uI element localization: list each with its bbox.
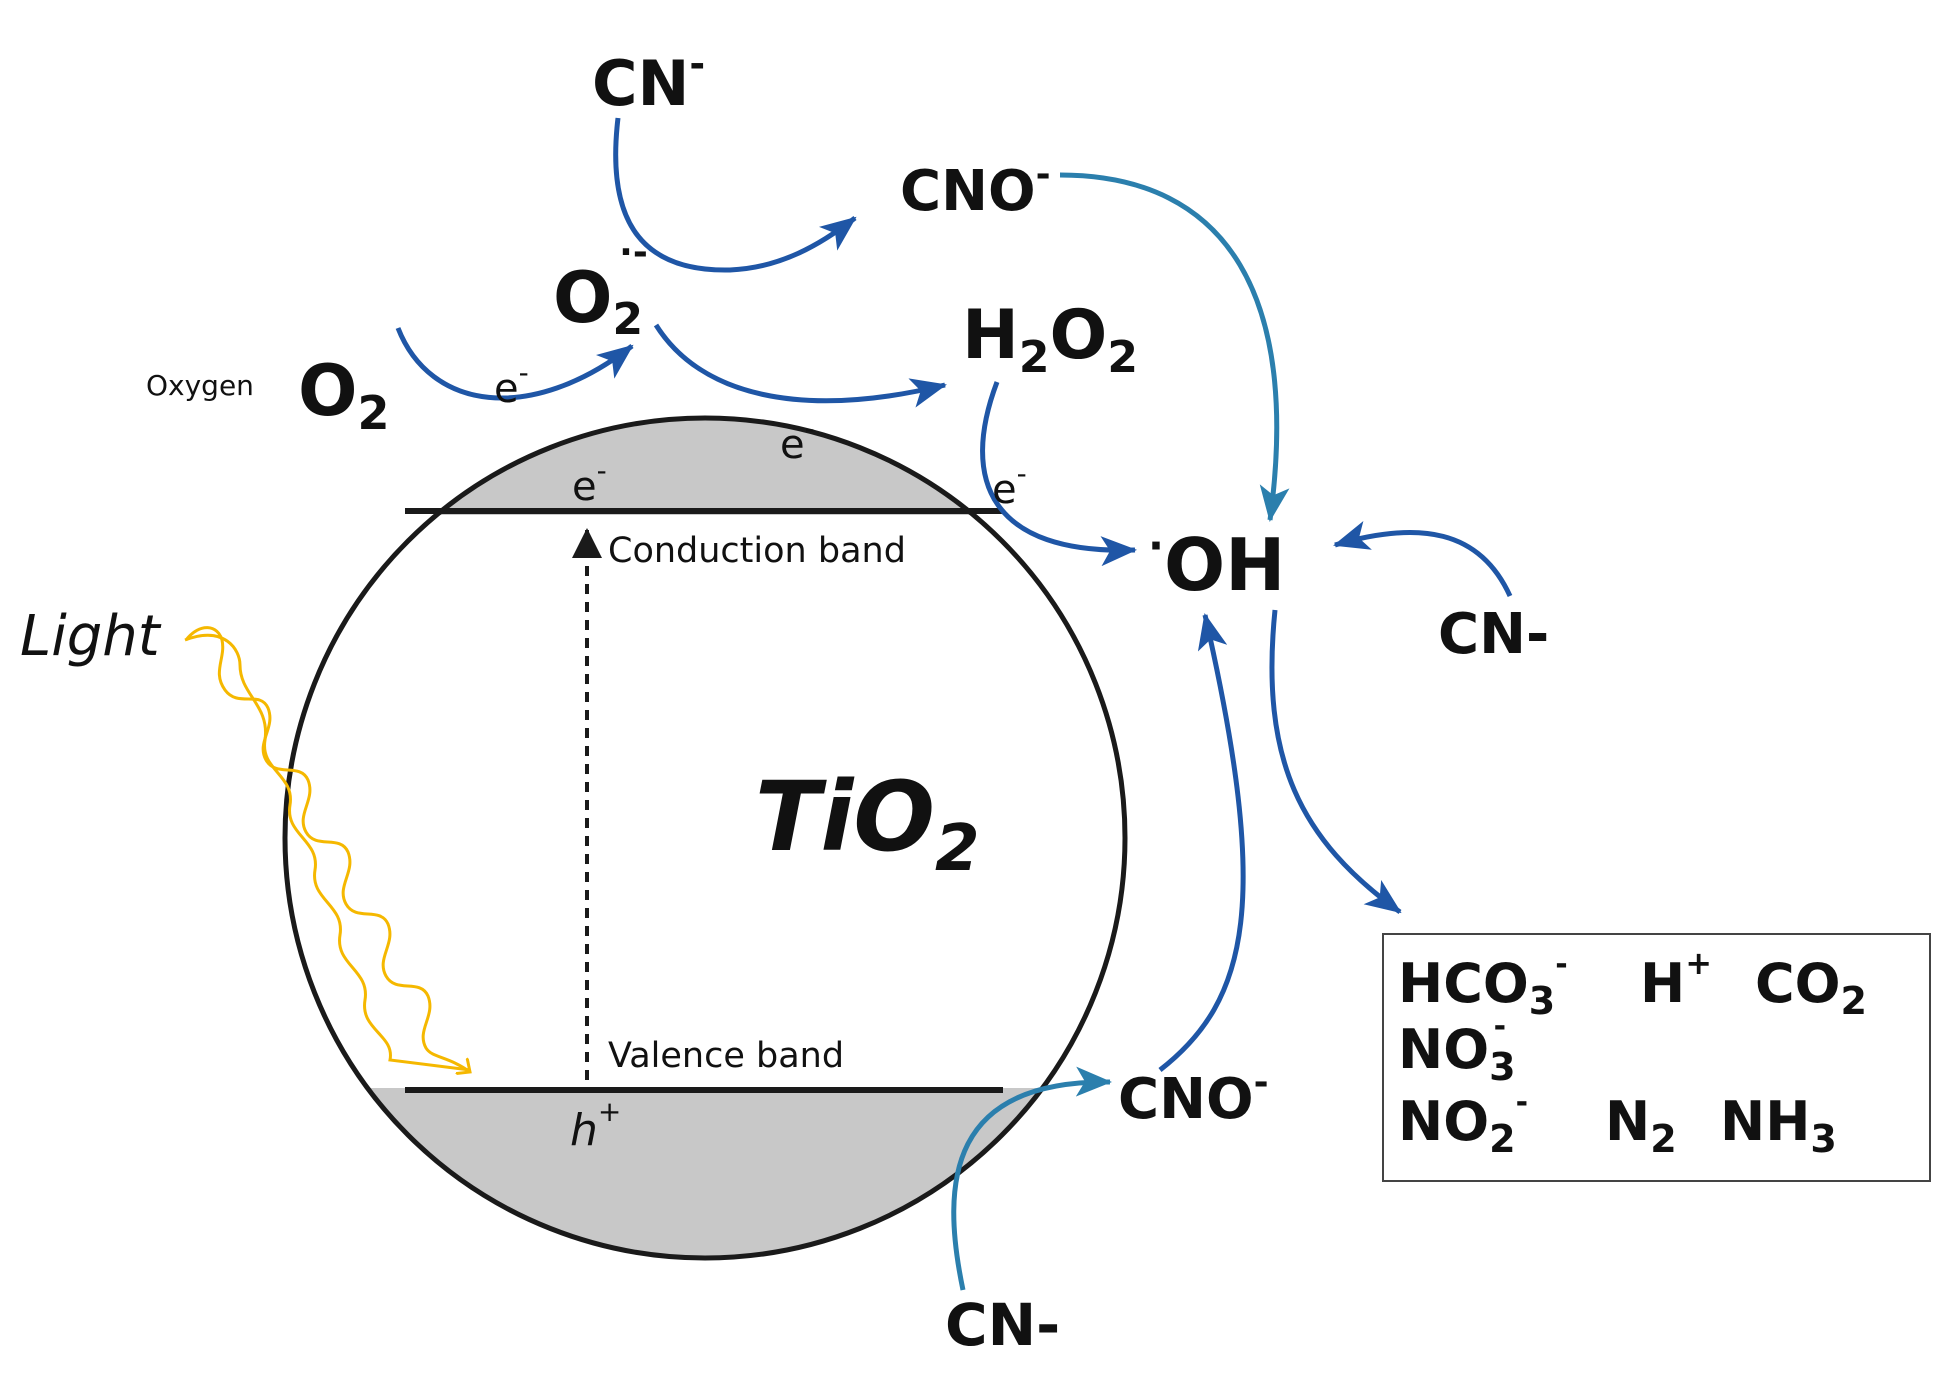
arrow-cno-top-to-oh	[1059, 172, 1290, 522]
arrow-h2o2-to-oh	[980, 381, 1137, 567]
product-proton: H+	[1640, 944, 1712, 1015]
arrow-cn-bottom-to-cno	[951, 1066, 1112, 1291]
products-box	[1382, 933, 1931, 1182]
cyanate-bottom: CNO-	[1118, 1062, 1269, 1132]
light-label: Light	[20, 604, 162, 669]
tio2-particle	[282, 415, 1128, 1261]
valence-band-label: Valence band	[608, 1036, 844, 1076]
product-nitrate: NO3-	[1398, 1009, 1516, 1089]
arrow-cno-bottom-to-oh	[1158, 613, 1246, 1072]
arrow-oh-to-products	[1269, 609, 1402, 915]
electron-label-hydroxyl-step: e-	[992, 457, 1027, 513]
conduction-band-label: Conduction band	[608, 531, 906, 571]
light-wave-path	[184, 626, 470, 1072]
particle-outline	[282, 415, 1128, 1261]
electron-label-peroxide-step: e-	[780, 412, 815, 468]
products-list: HCO3- H+ CO2 NO3- NO2- N2 NH3	[1398, 944, 1867, 1161]
arrow-superoxide-to-h2o2	[653, 323, 947, 408]
hydroxyl-radical: ·OH	[1148, 521, 1285, 607]
product-bicarbonate: HCO3-	[1398, 947, 1568, 1023]
electron-label-oxygen-step: e-	[494, 356, 529, 412]
valence-band-hole: h+	[570, 1095, 621, 1156]
tio2-label: TiO2	[755, 761, 980, 886]
product-ammonia: NH3	[1720, 1090, 1837, 1161]
arrow-o2-to-superoxide	[395, 327, 634, 401]
light-wave-zigzag	[190, 633, 411, 1094]
arrow-cn-to-cno-top	[613, 117, 857, 273]
product-nitrogen: N2	[1605, 1090, 1677, 1161]
conduction-band-electron: e-	[572, 454, 607, 510]
cyanate-top: CNO-	[900, 154, 1051, 224]
cyanide-right: CN-	[1438, 602, 1549, 667]
hydrogen-peroxide: H2O2	[962, 296, 1138, 383]
arrow-cn-right-to-oh	[1333, 521, 1513, 598]
reaction-arrows	[395, 117, 1513, 1291]
cyanide-top: CN-	[592, 42, 705, 120]
oxygen-formula: O2	[298, 350, 390, 440]
light-wave	[184, 633, 471, 1072]
oxygen-label: Oxygen	[146, 369, 254, 402]
cyanide-bottom: CN-	[945, 1291, 1060, 1359]
valence-band-region	[285, 1088, 1125, 1258]
product-carbon-dioxide: CO2	[1755, 952, 1867, 1023]
superoxide-radical: O2·-	[553, 232, 648, 345]
product-nitrite: NO2-	[1398, 1085, 1528, 1161]
